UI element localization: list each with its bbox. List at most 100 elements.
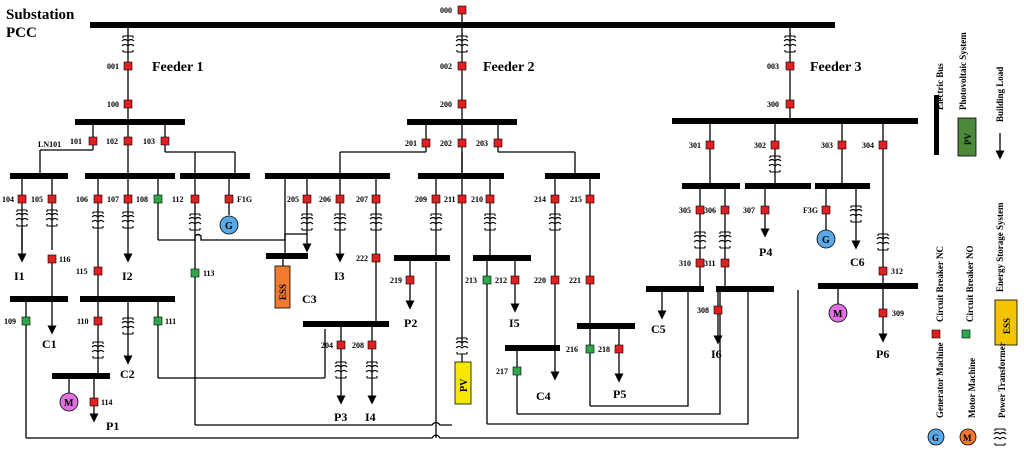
breaker-207[interactable] <box>371 194 381 204</box>
breaker-109[interactable] <box>21 316 31 326</box>
breaker-201[interactable] <box>421 138 431 148</box>
node-003: 003 <box>767 62 779 71</box>
node-203: 203 <box>476 139 488 148</box>
breaker-309[interactable] <box>878 308 888 318</box>
bus-219 <box>394 255 450 261</box>
node-219: 219 <box>390 276 402 285</box>
breaker-f3g[interactable] <box>821 205 831 215</box>
motor-symbol: M <box>64 398 74 409</box>
breaker-300[interactable] <box>785 99 795 109</box>
breaker-213[interactable] <box>482 275 492 285</box>
legend-motor-symbol: M <box>963 433 972 443</box>
pv-symbol: PV <box>459 378 470 392</box>
breaker-000[interactable] <box>457 5 467 15</box>
breaker-307[interactable] <box>760 205 770 215</box>
load-i4: I4 <box>365 410 376 424</box>
node-f3g: F3G <box>803 206 818 215</box>
load-p6: P6 <box>876 347 889 361</box>
breaker-112[interactable] <box>190 194 200 204</box>
breaker-312[interactable] <box>878 266 888 276</box>
bus-305-306 <box>682 183 740 189</box>
generator-icon <box>816 229 836 249</box>
breaker-205[interactable] <box>302 194 312 204</box>
breaker-105[interactable] <box>47 194 57 204</box>
node-305: 305 <box>679 206 691 215</box>
breaker-305[interactable] <box>695 205 705 215</box>
node-303: 303 <box>821 141 833 150</box>
breaker-106[interactable] <box>93 194 103 204</box>
breaker-220[interactable] <box>550 275 560 285</box>
breaker-200[interactable] <box>457 99 467 109</box>
node-114: 114 <box>101 398 113 407</box>
bus-217 <box>505 345 560 351</box>
node-309: 309 <box>892 309 904 318</box>
breaker-310[interactable] <box>695 258 705 268</box>
node-211: 211 <box>444 195 456 204</box>
breaker-219[interactable] <box>405 275 415 285</box>
breaker-001[interactable] <box>123 61 133 71</box>
breaker-217[interactable] <box>512 366 522 376</box>
node-218: 218 <box>598 345 610 354</box>
load-i3: I3 <box>334 269 345 283</box>
breaker-216[interactable] <box>585 344 595 354</box>
bus-104-105 <box>10 173 68 179</box>
breaker-218[interactable] <box>614 344 624 354</box>
breaker-214[interactable] <box>550 194 560 204</box>
breaker-301[interactable] <box>705 140 715 150</box>
breaker-308[interactable] <box>713 305 723 315</box>
node-221: 221 <box>569 276 581 285</box>
breaker-212[interactable] <box>510 275 520 285</box>
generator-icon <box>219 215 239 235</box>
breaker-100[interactable] <box>123 99 133 109</box>
breaker-104[interactable] <box>17 194 27 204</box>
breaker-311[interactable] <box>720 258 730 268</box>
breaker-115[interactable] <box>93 266 103 276</box>
breaker-206[interactable] <box>335 194 345 204</box>
breaker-101[interactable] <box>88 136 98 146</box>
ess-symbol: ESS <box>278 284 288 300</box>
breaker-215[interactable] <box>585 194 595 204</box>
bus-209-210 <box>418 173 504 179</box>
breaker-108[interactable] <box>153 194 163 204</box>
legend-cb-no: Circuit Breaker NO <box>965 246 975 323</box>
breaker-306[interactable] <box>720 205 730 215</box>
breaker-102[interactable] <box>123 136 133 146</box>
breaker-204[interactable] <box>336 340 346 350</box>
breaker-002[interactable] <box>457 61 467 71</box>
breaker-203[interactable] <box>493 138 503 148</box>
node-105: 105 <box>31 195 43 204</box>
bus-110-111 <box>80 296 175 302</box>
breaker-302[interactable] <box>770 140 780 150</box>
breaker-208[interactable] <box>367 340 377 350</box>
breaker-209[interactable] <box>431 194 441 204</box>
breaker-f1g[interactable] <box>224 194 234 204</box>
node-310: 310 <box>679 259 691 268</box>
breaker-103[interactable] <box>160 136 170 146</box>
breaker-211[interactable] <box>457 194 467 204</box>
load-p1: P1 <box>106 419 119 433</box>
breaker-116[interactable] <box>47 254 57 264</box>
breaker-221[interactable] <box>585 275 595 285</box>
legend-ess: Energy Storage System <box>995 202 1005 292</box>
node-301: 301 <box>689 141 701 150</box>
bus-f3g <box>815 183 870 189</box>
breaker-303[interactable] <box>837 140 847 150</box>
breaker-114[interactable] <box>89 397 99 407</box>
breaker-113[interactable] <box>190 268 200 278</box>
node-302: 302 <box>754 141 766 150</box>
legend-transformer-icon <box>993 428 1007 446</box>
load-c3: C3 <box>302 292 317 306</box>
breaker-304[interactable] <box>878 140 888 150</box>
node-312: 312 <box>891 267 903 276</box>
bus-feeder3 <box>672 118 918 124</box>
breaker-222[interactable] <box>371 253 381 263</box>
breaker-107[interactable] <box>123 194 133 204</box>
legend-power-transformer: Power Transformer <box>997 342 1007 418</box>
breaker-210[interactable] <box>485 194 495 204</box>
breaker-003[interactable] <box>785 61 795 71</box>
breaker-202[interactable] <box>457 138 467 148</box>
load-i1: I1 <box>14 269 25 283</box>
node-217: 217 <box>496 367 508 376</box>
breaker-110[interactable] <box>93 316 103 326</box>
breaker-111[interactable] <box>153 316 163 326</box>
